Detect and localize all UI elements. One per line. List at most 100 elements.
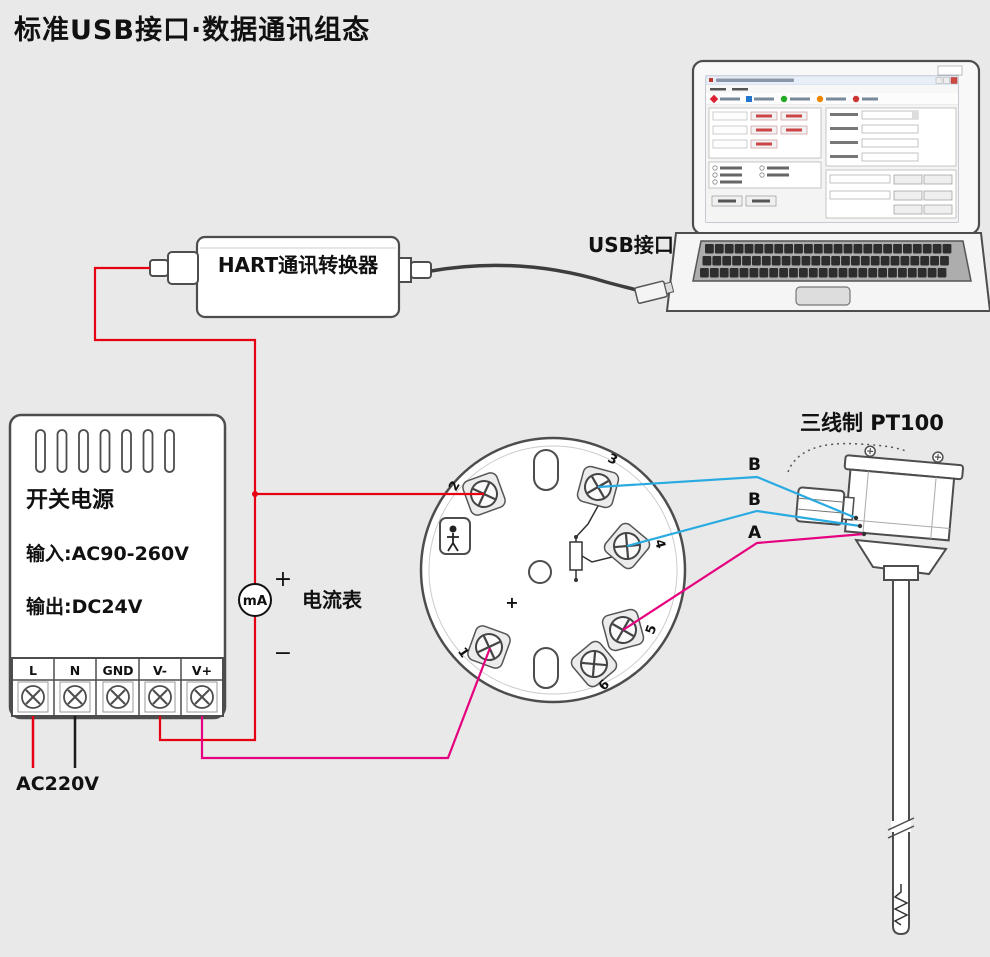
psu-body [8, 413, 227, 720]
app-button [923, 174, 953, 185]
app-radio [712, 165, 718, 171]
app-radio [759, 172, 765, 178]
app-close-button [950, 77, 958, 84]
temperature-transmitter: 1 2 3 4 5 6 + [419, 436, 687, 704]
toolbar-label [862, 97, 878, 101]
toolbar-icon-green [780, 95, 788, 103]
meter-minus-sign: − [274, 641, 292, 666]
wire-vplus-to-terminal1 [200, 647, 492, 760]
wire-meter-to-vminus [158, 616, 257, 742]
hart-converter: HART通讯转换器 [149, 235, 432, 319]
app-field [861, 124, 919, 134]
app-field [712, 111, 748, 121]
sensor-hex-fitting [795, 486, 846, 526]
meter-unit: mA [243, 593, 268, 609]
toolbar-label [720, 97, 740, 101]
wire-hart-loop-upper [93, 266, 257, 584]
app-radio-label [720, 173, 742, 177]
person-logo-icon [439, 517, 471, 555]
hart-converter-label: HART通讯转换器 [218, 253, 379, 277]
wire-sensor-a [622, 532, 865, 631]
sensor-collar [883, 565, 919, 581]
psu-screw-GND [102, 681, 134, 713]
app-button-label [756, 142, 772, 146]
sensor-lid-screw [863, 445, 877, 458]
sensor-probe-tube [892, 579, 910, 936]
app-button [923, 190, 953, 201]
psu-screw-Vplus [186, 681, 218, 713]
power-supply-unit: 开关电源 输入:AC90-260V 输出:DC24V L N GND V- V+ [8, 413, 227, 720]
meter-plus-sign: + [274, 567, 292, 592]
probe-break-mark [887, 825, 915, 839]
transmitter-inner-rim [428, 445, 678, 695]
app-icon [709, 78, 713, 82]
app-button [923, 204, 953, 215]
wire-sensor-b1 [597, 475, 857, 520]
app-radio [759, 165, 765, 171]
sensor-lid-screw [931, 450, 945, 464]
app-menu-item [732, 88, 748, 91]
laptop [665, 59, 990, 312]
sensor-neck [854, 538, 948, 576]
app-button-label [756, 114, 772, 118]
psu-terminal-label-Vplus: V+ [192, 663, 212, 678]
toolbar-label [790, 97, 810, 101]
psu-output-spec: 输出:DC24V [26, 595, 143, 618]
hart-converter-body [195, 235, 401, 319]
sensor-wire-terminal-dot [853, 515, 859, 521]
app-label [830, 141, 858, 144]
psu-terminal-label-L: L [29, 663, 37, 678]
sensor-wire-terminal-dot [857, 523, 863, 529]
sensor-wire-label-b2: B [748, 490, 761, 510]
hart-right-port [398, 257, 412, 283]
sensor-head-body [843, 468, 956, 542]
app-label [830, 155, 858, 158]
app-button [893, 190, 923, 201]
sensor-wire-label-b1: B [748, 455, 761, 475]
psu-title: 开关电源 [26, 488, 114, 513]
laptop-bezel-sticker [937, 65, 963, 76]
psu-input-spec: 输入:AC90-260V [26, 542, 189, 565]
app-maximize-button [943, 77, 950, 84]
app-radio-label [720, 166, 742, 170]
app-button [893, 174, 923, 185]
psu-terminal-label-GND: GND [102, 663, 133, 678]
app-title-text [716, 78, 794, 82]
probe-break-gap [891, 821, 911, 832]
app-minimize-button [935, 77, 943, 84]
pt100-sensor: 三线制 PT100 [787, 411, 965, 936]
toolbar-label [826, 97, 846, 101]
app-radio-label [767, 173, 789, 177]
circuit-traces [569, 505, 613, 582]
app-field [861, 138, 919, 148]
app-menubar [706, 85, 958, 93]
app-field [861, 110, 919, 120]
app-field [712, 125, 748, 135]
meter-circle [238, 583, 272, 617]
usb-port-label: USB接口 [588, 233, 674, 257]
wire-sensor-b2 [626, 509, 861, 548]
config-software-window [705, 75, 959, 222]
page-title: 标准USB接口·数据通讯组态 [14, 15, 371, 46]
laptop-touchpad [795, 286, 851, 306]
app-button-label [718, 199, 736, 203]
app-label [830, 127, 858, 130]
probe-break-mark [887, 817, 915, 831]
sensor-head [795, 445, 965, 542]
app-button [893, 204, 923, 215]
transmitter-bottom-slot [533, 647, 559, 689]
app-button-label [756, 128, 772, 132]
psu-terminal-label-N: N [70, 663, 80, 678]
psu-screw-L [17, 681, 49, 713]
app-radio-label [767, 166, 789, 170]
rtd-element-symbol [893, 884, 909, 926]
toolbar-label [754, 97, 774, 101]
toolbar-icon-crimson [852, 95, 860, 103]
hart-right-plug [410, 261, 432, 279]
app-button-label [752, 199, 770, 203]
sensor-wire-terminal-dot [861, 531, 867, 537]
app-field [829, 190, 891, 200]
terminal-number-4: 4 [651, 538, 668, 551]
